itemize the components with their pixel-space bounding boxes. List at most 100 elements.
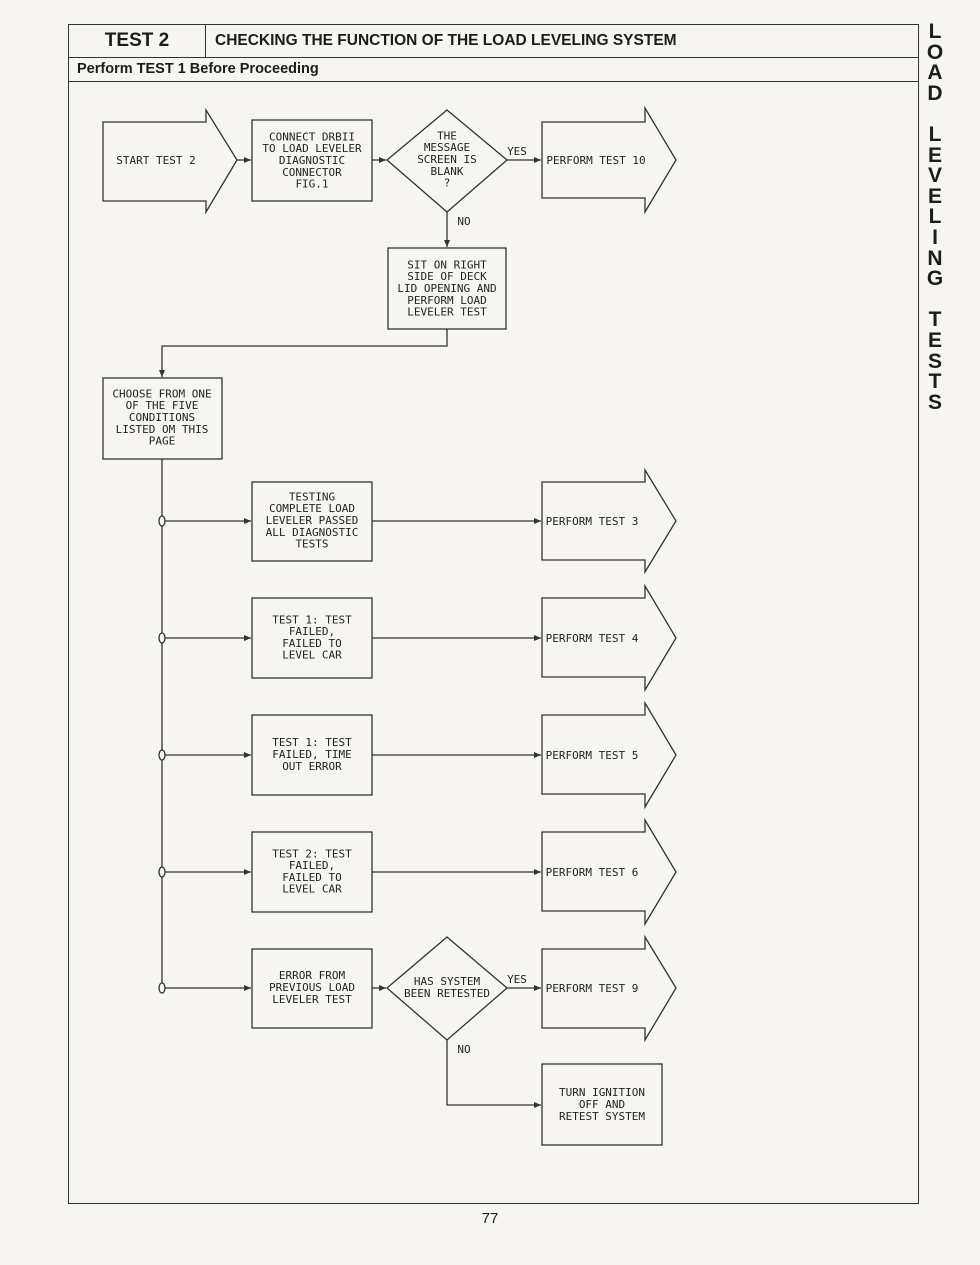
condition-test1-failed-level-label: FAILED TO <box>282 637 342 650</box>
connect-drbii-label: CONNECTOR <box>282 166 342 179</box>
condition-test1-timeout-label: FAILED, TIME <box>272 748 351 761</box>
page-title: CHECKING THE FUNCTION OF THE LOAD LEVELI… <box>215 32 677 49</box>
retest-system-label: TURN IGNITION <box>559 1086 645 1099</box>
choose-condition-label: CONDITIONS <box>129 411 195 424</box>
side-tab-letter: A <box>927 61 943 85</box>
decision-system-retested-label: BEEN RETESTED <box>404 987 490 1000</box>
prerequisite-note: Perform TEST 1 Before Proceeding <box>77 61 319 77</box>
side-tab-letter: D <box>927 81 943 105</box>
side-tab-letter: E <box>927 143 942 167</box>
condition-test1-failed-level-box <box>251 597 373 679</box>
side-tab-letter: N <box>927 246 943 270</box>
result-test-4-label: PERFORM TEST 4 <box>546 632 639 645</box>
connect-drbii-label: DIAGNOSTIC <box>279 154 345 167</box>
condition-test1-timeout-label: TEST 1: TEST <box>272 736 352 749</box>
side-tab-letter: T <box>928 308 942 332</box>
result-test-3-label: PERFORM TEST 3 <box>546 515 639 528</box>
branch-node <box>158 866 166 878</box>
page-frame <box>68 24 919 1204</box>
decision-message-blank-label: SCREEN IS <box>417 153 477 166</box>
condition-test1-timeout-label: OUT ERROR <box>282 760 342 773</box>
choose-condition-label: CHOOSE FROM ONE <box>112 387 211 400</box>
choose-condition-label: OF THE FIVE <box>126 399 199 412</box>
condition-previous-error-label: LEVELER TEST <box>272 993 352 1006</box>
condition-passed-box <box>251 481 373 562</box>
header-divider-bottom <box>68 81 919 82</box>
condition-test1-failed-level-label: TEST 1: TEST <box>272 613 352 626</box>
side-tab-letter: S <box>927 349 942 373</box>
result-test-6-label: PERFORM TEST 6 <box>546 866 639 879</box>
condition-test1-failed-level-label: LEVEL CAR <box>282 649 342 662</box>
connector-sit-choose <box>159 329 448 377</box>
header-divider <box>68 57 919 58</box>
retest-system-label: OFF AND <box>579 1098 625 1111</box>
retest-system-label: RETEST SYSTEM <box>559 1110 645 1123</box>
decision-message-blank-label: BLANK <box>430 165 463 178</box>
condition-test1-failed-level-label: FAILED, <box>289 625 335 638</box>
condition-test2-failed-level-label: LEVEL CAR <box>282 883 342 896</box>
sit-deck-lid-box <box>387 247 507 330</box>
choose-condition-label: LISTED OM THIS <box>116 423 209 436</box>
sit-deck-lid-label: SIDE OF DECK <box>407 270 487 283</box>
condition-passed-label: COMPLETE LOAD <box>269 502 355 515</box>
retested-yes-label: YES <box>507 973 527 986</box>
choose-condition-label: PAGE <box>149 435 176 448</box>
condition-passed-label: TESTING <box>289 490 335 503</box>
condition-passed-label: ALL DIAGNOSTIC <box>266 526 359 539</box>
result-test-9 <box>541 934 677 1043</box>
connect-drbii-label: FIG.1 <box>295 178 328 191</box>
connect-drbii-box <box>251 119 373 202</box>
condition-passed-label: LEVELER PASSED <box>266 514 359 527</box>
side-tab-letter: L <box>928 20 942 43</box>
retested-no-label: NO <box>457 1043 470 1056</box>
side-tab-letter: E <box>927 328 942 352</box>
side-tab-letter: S <box>927 390 942 414</box>
choose-condition-box <box>102 377 223 460</box>
result-test-10 <box>541 105 677 215</box>
result-test-5-label: PERFORM TEST 5 <box>546 749 639 762</box>
connector-retested-no <box>446 1040 541 1108</box>
side-tab-letter: T <box>928 370 942 394</box>
side-tab-letter: E <box>927 184 942 208</box>
sit-deck-lid-label: LID OPENING AND <box>397 282 496 295</box>
side-tab-letter: V <box>927 164 942 188</box>
condition-previous-error-label: PREVIOUS LOAD <box>269 981 355 994</box>
result-test-5 <box>541 700 677 810</box>
decision-no-label: NO <box>457 215 470 228</box>
sit-deck-lid-label: LEVELER TEST <box>407 306 487 319</box>
side-tab-letter: I <box>932 225 938 249</box>
condition-passed-label: TESTS <box>295 538 328 551</box>
connect-drbii-label: TO LOAD LEVELER <box>262 142 362 155</box>
branch-node <box>158 749 166 761</box>
condition-previous-error-label: ERROR FROM <box>279 969 346 982</box>
result-test-6 <box>541 817 677 927</box>
side-tab-letter: G <box>926 267 944 291</box>
result-test-3 <box>541 467 677 575</box>
condition-test2-failed-level-label: TEST 2: TEST <box>272 847 352 860</box>
condition-test2-failed-level-label: FAILED TO <box>282 871 342 884</box>
retest-system-box <box>541 1063 663 1146</box>
condition-previous-error-box <box>251 948 373 1029</box>
result-test-4 <box>541 583 677 693</box>
branch-node <box>158 632 166 644</box>
branch-node <box>158 982 166 994</box>
decision-system-retested-label: HAS SYSTEM <box>414 975 481 988</box>
condition-test2-failed-level-label: FAILED, <box>289 859 335 872</box>
decision-message-blank-label: THE <box>437 129 457 142</box>
decision-message-blank-label: MESSAGE <box>424 141 470 154</box>
decision-message-blank-label: ? <box>444 177 451 190</box>
result-test-9-label: PERFORM TEST 9 <box>546 982 639 995</box>
connect-drbii-label: CONNECT DRBII <box>269 130 355 143</box>
side-tab-letter: L <box>928 205 942 229</box>
decision-yes-label: YES <box>507 145 527 158</box>
side-tab-letter: L <box>928 122 942 146</box>
start-node <box>102 107 238 215</box>
branch-node <box>158 515 166 527</box>
start-label: START TEST 2 <box>116 154 195 167</box>
condition-test2-failed-level-box <box>251 831 373 913</box>
sit-deck-lid-label: SIT ON RIGHT <box>407 258 487 271</box>
condition-test1-timeout-box <box>251 714 373 796</box>
sit-deck-lid-label: PERFORM LOAD <box>407 294 486 307</box>
